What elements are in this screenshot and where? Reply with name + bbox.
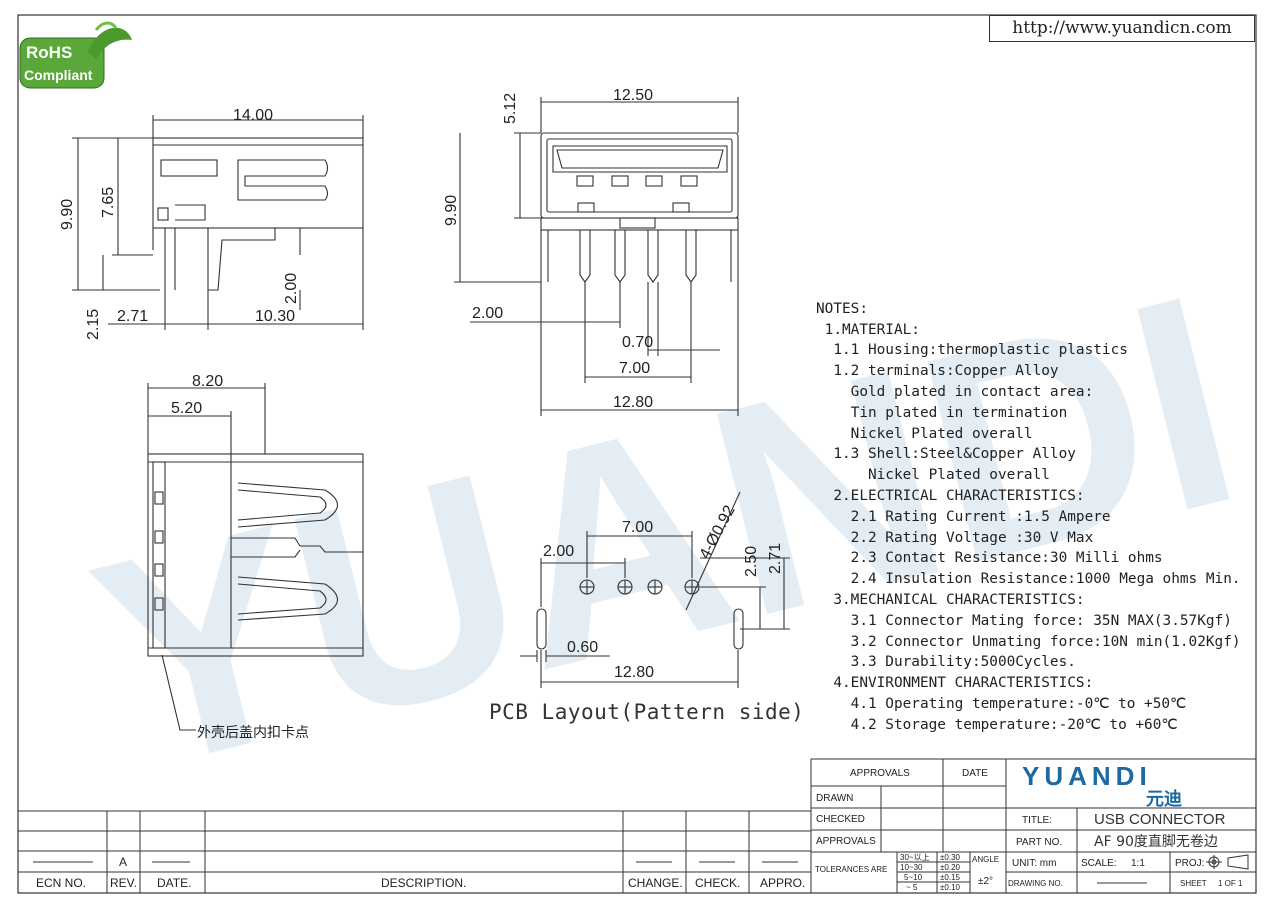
note-line: 1.MATERIAL: xyxy=(816,321,920,338)
note-line: 4.ENVIRONMENT CHARACTERISTICS: xyxy=(816,675,1094,692)
tb-scale-value: 1:1 xyxy=(1131,858,1145,869)
rev-date: DATE. xyxy=(157,876,191,890)
side-view xyxy=(72,115,364,330)
note-line: 3.2 Connector Unmating force:10N min(1.0… xyxy=(816,633,1241,650)
note-line: 4.2 Storage temperature:-20℃ to +60℃ xyxy=(816,716,1178,733)
compliant-text: Compliant xyxy=(24,67,93,83)
tb-tol-range-0: 30~以上 xyxy=(900,853,930,862)
dim-front-left: 2.00 xyxy=(472,305,503,322)
dim-pcb-pitch: 7.00 xyxy=(622,519,653,536)
tb-part-value: AF 90度直脚无卷边 xyxy=(1094,833,1218,850)
note-line: 2.3 Contact Resistance:30 Milli ohms xyxy=(816,550,1163,567)
rohs-badge: RoHS Compliant xyxy=(19,21,132,89)
note-line: 3.1 Connector Mating force: 35N MAX(3.57… xyxy=(816,612,1232,629)
note-line: 3.3 Durability:5000Cycles. xyxy=(816,654,1076,671)
tb-part-label: PART NO. xyxy=(1016,837,1062,848)
tb-approvals2: APPROVALS xyxy=(816,836,876,847)
dim-front-total: 12.80 xyxy=(613,394,653,411)
website-url[interactable]: http://www.yuandicn.com xyxy=(989,15,1255,42)
tb-tol-value-1: ±0.20 xyxy=(940,863,961,872)
pcb-layout-title: PCB Layout(Pattern side) xyxy=(489,700,805,724)
front-view xyxy=(454,97,739,416)
dim-side-span: 10.30 xyxy=(255,308,295,325)
tb-angle-value: ±2° xyxy=(978,876,993,887)
dim-side-pin: 2.00 xyxy=(283,273,300,304)
tb-tol-range-2: 5~10 xyxy=(904,873,923,882)
note-line: 2.2 Rating Voltage :30 V Max xyxy=(816,529,1094,546)
rev-description: DESCRIPTION. xyxy=(381,876,466,890)
rev-check: CHECK. xyxy=(695,876,740,890)
tb-title-label: TITLE: xyxy=(1022,815,1052,826)
tb-sheet: SHEET xyxy=(1180,879,1207,888)
tb-tol-range-1: 10~30 xyxy=(900,863,923,872)
tb-proj: PROJ: xyxy=(1175,858,1204,869)
pcb-layout xyxy=(520,491,790,688)
note-line: 2.1 Rating Current :1.5 Ampere xyxy=(816,508,1111,525)
dim-front-width: 12.50 xyxy=(613,87,653,104)
rev-change: CHANGE. xyxy=(628,876,683,890)
note-line: 2.4 Insulation Resistance:1000 Mega ohms… xyxy=(816,571,1241,588)
tb-date: DATE xyxy=(962,768,988,779)
tb-scale-label: SCALE: xyxy=(1081,858,1117,869)
dim-pcb-left: 2.00 xyxy=(543,543,574,560)
rev-value: A xyxy=(119,855,127,869)
tb-brand: YUANDI xyxy=(1022,761,1152,791)
drawing-border xyxy=(17,14,1257,894)
dim-side-bottom: 2.15 xyxy=(85,309,102,340)
tb-tol-range-3: ~ 5 xyxy=(906,883,918,892)
rev-appro: APPRO. xyxy=(760,876,805,890)
tb-drawn: DRAWN xyxy=(816,793,853,804)
tb-drawing-no: DRAWING NO. xyxy=(1008,879,1063,888)
top-view-callout: 外壳后盖内扣卡点 xyxy=(197,724,309,740)
tb-tol-value-3: ±0.10 xyxy=(940,883,961,892)
rev-ecn: ECN NO. xyxy=(36,876,86,890)
note-line: NOTES: xyxy=(816,300,868,317)
dim-front-pitch: 7.00 xyxy=(619,360,650,377)
tb-brand-cn: 元迪 xyxy=(1146,789,1182,810)
title-block-grid xyxy=(810,758,1257,894)
tb-tol-value-0: ±0.30 xyxy=(940,853,961,862)
revision-block-grid xyxy=(18,810,811,893)
tb-tolerances: TOLERANCES ARE xyxy=(815,865,887,874)
dim-side-height: 9.90 xyxy=(59,199,76,230)
dim-front-pin: 0.70 xyxy=(622,334,653,351)
dim-pcb-h2: 2.71 xyxy=(767,543,784,574)
note-line: 1.2 terminals:Copper Alloy xyxy=(816,363,1059,380)
dim-side-offset: 2.71 xyxy=(117,308,148,325)
tb-tol-value-2: ±0.15 xyxy=(940,873,961,882)
dim-pcb-h1: 2.50 xyxy=(743,546,760,577)
projection-symbol-icon xyxy=(1206,854,1249,870)
tb-unit: UNIT: mm xyxy=(1012,858,1056,869)
note-line: Nickel Plated overall xyxy=(816,425,1033,442)
tb-approvals: APPROVALS xyxy=(850,768,910,779)
dim-front-height: 9.90 xyxy=(443,195,460,226)
tb-sheet-value: 1 OF 1 xyxy=(1218,879,1243,888)
note-line: 3.MECHANICAL CHARACTERISTICS: xyxy=(816,591,1085,608)
dim-front-top: 5.12 xyxy=(502,93,519,124)
tb-title-value: USB CONNECTOR xyxy=(1094,811,1226,828)
rev-rev: REV. xyxy=(110,876,137,890)
note-line: Gold plated in contact area: xyxy=(816,383,1094,400)
note-line: 1.3 Shell:Steel&Copper Alloy xyxy=(816,446,1076,463)
tb-checked: CHECKED xyxy=(816,814,865,825)
dim-pcb-slot: 0.60 xyxy=(567,639,598,656)
note-line: 1.1 Housing:thermoplastic plastics xyxy=(816,342,1128,359)
dim-top-inner: 5.20 xyxy=(171,400,202,417)
rohs-text: RoHS xyxy=(26,43,72,62)
note-line: Tin plated in termination xyxy=(816,404,1068,421)
note-line: 2.ELECTRICAL CHARACTERISTICS: xyxy=(816,487,1085,504)
note-line: 4.1 Operating temperature:-0℃ to +50℃ xyxy=(816,695,1187,712)
dim-side-width: 14.00 xyxy=(233,107,273,124)
notes-block: NOTES: 1.MATERIAL: 1.1 Housing:thermopla… xyxy=(816,278,1241,756)
note-line: Nickel Plated overall xyxy=(816,467,1050,484)
dim-side-mid: 7.65 xyxy=(100,187,117,218)
top-view xyxy=(147,383,364,731)
tb-angle: ANGLE xyxy=(972,855,999,864)
dim-top-outer: 8.20 xyxy=(192,373,223,390)
dim-pcb-total: 12.80 xyxy=(614,664,654,681)
